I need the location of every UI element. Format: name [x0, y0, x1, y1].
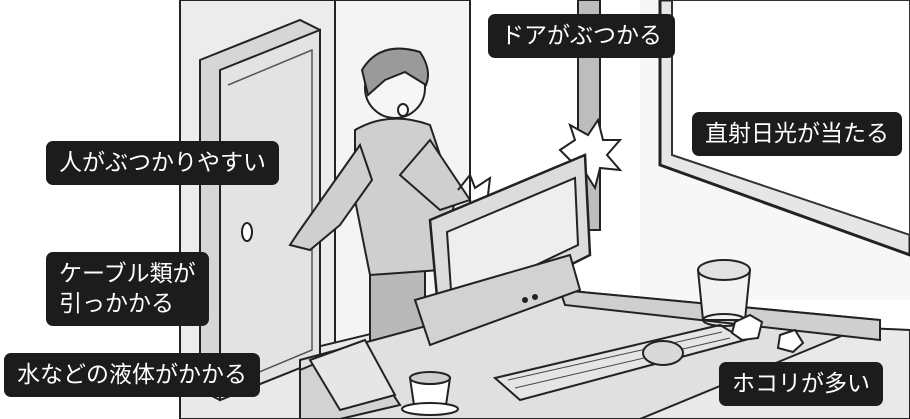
paper-ball [776, 328, 805, 354]
label-dusty: ホコリが多い [719, 362, 883, 406]
monitor [413, 153, 592, 347]
mouse [642, 340, 684, 366]
waste-bin [696, 259, 752, 327]
books [299, 338, 402, 419]
label-people-bump: 人がぶつかりやすい [46, 141, 279, 185]
cup [401, 371, 459, 416]
label-cable-snag-line1: ケーブル類が [59, 261, 196, 287]
label-direct-sunlight: 直射日光が当たる [692, 112, 902, 156]
label-cable-snag-line2: 引っかかる [59, 291, 174, 317]
cabinet [199, 18, 321, 402]
label-cable-snag: ケーブル類が 引っかかる [46, 252, 209, 326]
label-liquid-spill: 水などの液体がかかる [4, 353, 260, 397]
paper-ball [730, 313, 764, 342]
label-door-bump: ドアがぶつかる [488, 14, 675, 58]
